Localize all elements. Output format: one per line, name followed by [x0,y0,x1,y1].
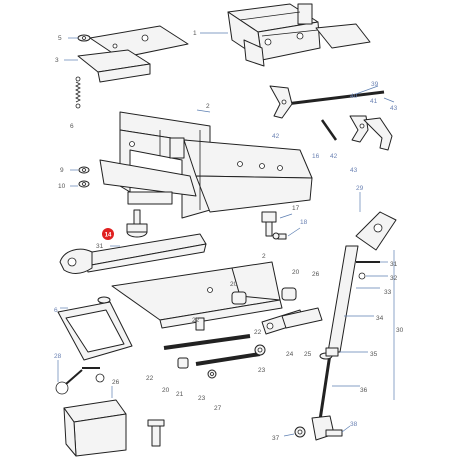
callout-20b: 20 [230,281,238,288]
part-5-clip [77,34,91,42]
part-drawbar-block [63,399,127,457]
callout-43b: 43 [350,167,358,174]
part-bolt [147,419,165,447]
part-16-pin [320,119,338,141]
part-20b-bush [231,291,247,305]
callout-34: 34 [376,315,384,322]
callout-27: 27 [214,405,222,412]
callout-31b: 31 [390,261,398,268]
callout-35: 35 [370,351,378,358]
callout-16: 16 [312,153,320,160]
callout-30: 30 [396,327,404,334]
callout-37: 37 [272,435,280,442]
part-1-crossmember [227,3,371,67]
part-18-bolt [272,232,287,240]
part-lower-frame [111,261,283,329]
callout-26b: 26 [112,379,120,386]
part-3-bracket [77,49,151,83]
part-31-drawbar [59,233,207,274]
part-20-bush [281,287,297,301]
callout-36: 36 [360,387,368,394]
part-22-rod [163,334,261,366]
callout-22b: 22 [192,317,200,324]
callout-24: 24 [286,351,294,358]
callout-1: 1 [193,30,197,37]
part-pin-clip [82,367,105,383]
part-27-washer [207,369,217,379]
part-2-main-frame [99,111,313,219]
part-14-buffer [126,209,148,238]
callout-6: 6 [70,123,74,130]
part-23-washer [254,344,266,356]
callout-42b: 42 [330,153,338,160]
part-21-bush [177,357,189,369]
callout-31a: 31 [96,243,104,250]
part-37-washer [294,426,306,438]
callout-23a: 23 [258,367,266,374]
callout-2: 2 [206,103,210,110]
part-28-lynch-pin [55,369,83,395]
part-29-bracket [355,211,397,251]
part-43-lever [349,115,369,143]
callout-43a: 43 [390,105,398,112]
part-33-stabilizer-tube [327,245,359,353]
callout-3: 3 [55,57,59,64]
callout-26a: 26 [312,271,320,278]
part-40-shaft [285,90,385,106]
callout-25: 25 [304,351,312,358]
part-top-plate [89,25,189,59]
callout-22c: 22 [146,375,154,382]
callout-22a: 22 [254,329,262,336]
callout-29: 29 [356,185,364,192]
callout-42a: 42 [272,133,280,140]
part-42-lever [269,85,293,119]
callout-18: 18 [300,219,308,226]
part-38-end [311,415,343,441]
part-36-rod [318,352,333,421]
callout-40: 40 [350,93,358,100]
callout-32: 32 [390,275,398,282]
part-10-washer [78,180,90,188]
part-22b-screw [195,317,205,331]
callout-38: 38 [350,421,358,428]
part-25-link [281,307,323,329]
callout-9: 9 [60,167,64,174]
callout-6b: 6 [54,307,58,314]
callout-20c: 20 [162,387,170,394]
callout-21: 21 [176,391,184,398]
callout-41: 41 [370,98,378,105]
callout-23b: 23 [198,395,206,402]
callout-33: 33 [384,289,392,296]
part-6-hitch-frame [57,301,133,361]
callout-17: 17 [292,205,300,212]
callout-20a: 20 [292,269,300,276]
part-17-pin [261,211,277,237]
part-35-nut [325,347,339,357]
part-41-lever [363,117,393,151]
part-9-washer [78,166,90,174]
part-6-spring [75,76,81,109]
highlight-badge [102,228,114,240]
part-32-spring [358,272,366,280]
callout-5: 5 [58,35,62,42]
callout-39: 39 [371,81,379,88]
callout-2b: 2 [262,253,266,260]
callout-28: 28 [54,353,62,360]
highlight-label: 14 [105,232,112,238]
callout-10: 10 [58,183,66,190]
